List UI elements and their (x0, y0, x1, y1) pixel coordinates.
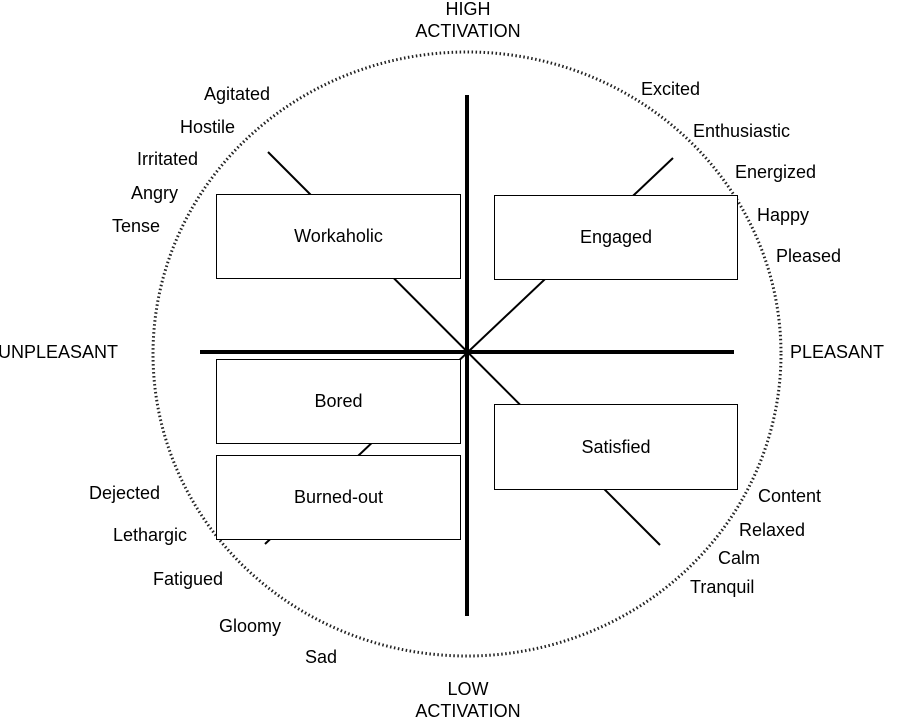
word-calm: Calm (718, 548, 761, 568)
word-agitated: Agitated (204, 84, 271, 104)
word-angry: Angry (131, 183, 179, 203)
axis-label-high: HIGH (445, 0, 491, 19)
word-sad: Sad (305, 647, 338, 667)
axis-label-activation-top: ACTIVATION (415, 21, 521, 41)
word-fatigued: Fatigued (153, 569, 224, 589)
word-happy: Happy (757, 205, 810, 225)
box-bored: Bored (216, 359, 461, 444)
box-burned-out: Burned-out (216, 455, 461, 540)
box-satisfied: Satisfied (494, 404, 738, 490)
axis-label-activation-bottom: ACTIVATION (415, 701, 521, 721)
word-dejected: Dejected (89, 483, 161, 503)
word-tense: Tense (112, 216, 161, 236)
axis-label-high-activation: HIGH ACTIVATION (368, 0, 568, 42)
word-content: Content (758, 486, 822, 506)
axis-label-pleasant: PLEASANT (790, 342, 885, 362)
axis-label-unpleasant: UNPLEASANT (0, 342, 119, 362)
word-irritated: Irritated (137, 149, 199, 169)
box-workaholic: Workaholic (216, 194, 461, 279)
word-enthusiastic: Enthusiastic (693, 121, 791, 141)
word-hostile: Hostile (180, 117, 236, 137)
box-engaged: Engaged (494, 195, 738, 280)
axis-label-low: LOW (447, 679, 489, 699)
word-tranquil: Tranquil (690, 577, 755, 597)
circumplex-circle (151, 50, 783, 658)
word-pleased: Pleased (776, 246, 842, 266)
word-relaxed: Relaxed (739, 520, 806, 540)
word-gloomy: Gloomy (219, 616, 282, 636)
word-energized: Energized (735, 162, 817, 182)
word-excited: Excited (641, 79, 701, 99)
word-lethargic: Lethargic (113, 525, 188, 545)
axis-label-low-activation: LOW ACTIVATION (368, 678, 568, 722)
